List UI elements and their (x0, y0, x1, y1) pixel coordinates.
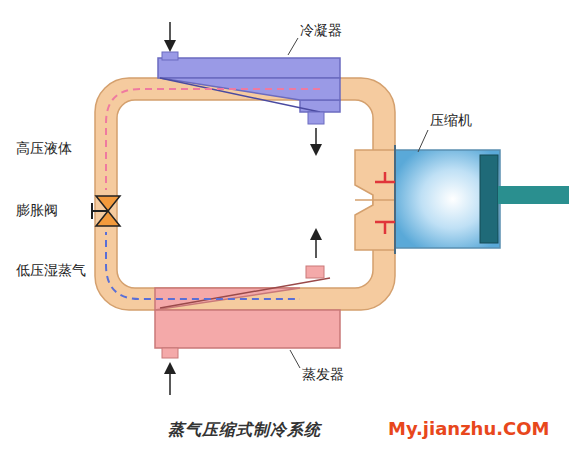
part-label: 膨胀阀 (16, 202, 58, 219)
expansion-valve (96, 196, 120, 211)
state-label: 低压湿蒸气 (16, 262, 86, 279)
pipe-inner (117, 100, 373, 288)
pipe-loop (95, 78, 395, 310)
compressor (395, 150, 500, 248)
part-label: 压缩机 (430, 112, 472, 129)
condenser (158, 58, 340, 78)
evaporator (155, 310, 340, 348)
watermark: My.jianzhu.COM (388, 418, 550, 440)
part-label: 冷凝器 (300, 22, 342, 39)
state-label: 高压液体 (16, 140, 72, 157)
piston-rod (498, 186, 569, 204)
caption: 蒸气压缩式制冷系统 (168, 420, 321, 439)
part-label: 蒸发器 (302, 366, 344, 383)
